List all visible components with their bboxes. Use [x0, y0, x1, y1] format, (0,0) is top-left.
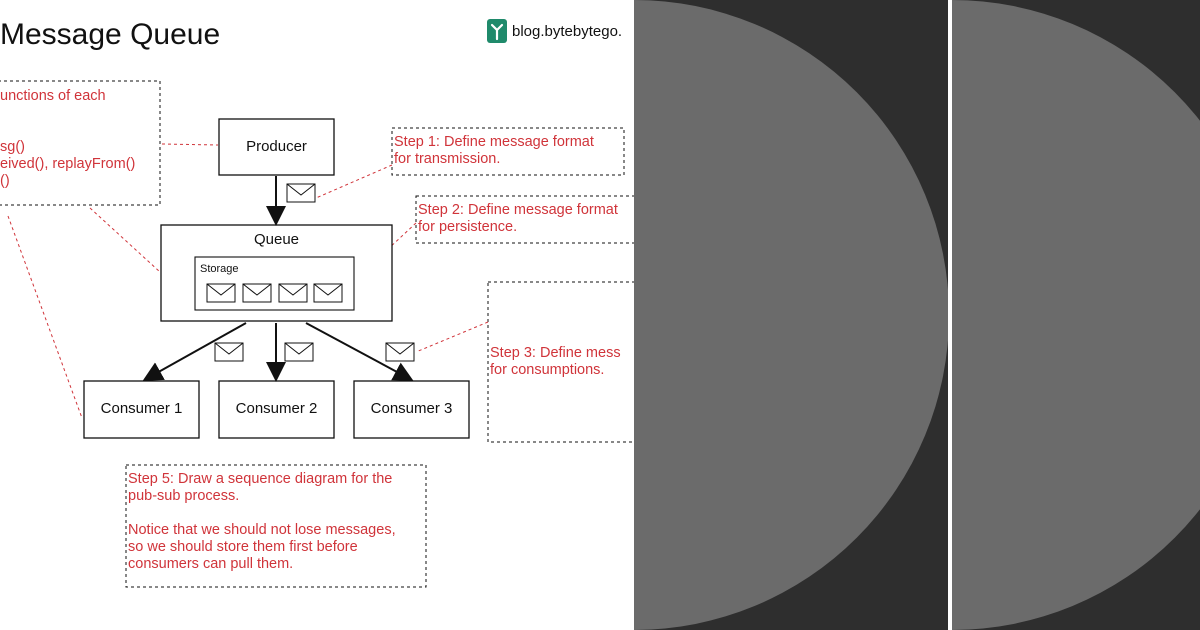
step5-note-line: so we should store them first before — [128, 539, 358, 555]
arrow-queue-to-consumer3 — [305, 322, 414, 381]
step2-note-line: Step 2: Define message format — [418, 202, 618, 218]
step1-note-box — [391, 127, 625, 176]
connector-step1-envelope — [315, 164, 393, 199]
connector-left-producer — [161, 143, 219, 146]
envelope-icon — [206, 283, 236, 303]
storage-label: Storage — [200, 263, 239, 275]
consumer1-box — [83, 380, 200, 439]
step5-note-line: consumers can pull them. — [128, 556, 294, 572]
step3-note-box — [487, 281, 634, 443]
step2-note-text: Step 2: Define message format for persis… — [418, 202, 618, 236]
step1-note-line: Step 1: Define message format — [394, 134, 594, 150]
step3-note-line: Step 3: Define mess — [490, 345, 621, 361]
decor-panel-2 — [952, 0, 1200, 630]
step5-note-text: Step 5: Draw a sequence diagram for the … — [128, 471, 396, 573]
envelope-icon — [278, 283, 308, 303]
consumer2-box — [218, 380, 335, 439]
step5-note-box — [125, 464, 427, 588]
diagram-canvas — [0, 80, 634, 588]
decor-circle — [952, 0, 1200, 630]
brand: blog.bytebytego. — [486, 18, 622, 44]
queue-label: Queue — [253, 231, 300, 248]
consumer3-label: Consumer 3 — [370, 400, 453, 417]
envelope-icon — [242, 283, 272, 303]
decor-circle — [634, 0, 948, 630]
step3-note-text: Step 3: Define mess for consumptions. — [490, 345, 621, 379]
envelope-icon — [313, 283, 343, 303]
consumer1-label: Consumer 1 — [100, 400, 183, 417]
arrow-queue-to-consumer1 — [142, 322, 247, 381]
page-title: Message Queue — [0, 18, 221, 51]
step5-note-line: Step 5: Draw a sequence diagram for the — [128, 471, 393, 487]
step5-note-line: pub-sub process. — [128, 488, 240, 504]
left-note-line — [0, 105, 135, 122]
step1-note-line: for transmission. — [394, 151, 501, 167]
left-note-line: eived(), replayFrom() — [0, 156, 136, 172]
step2-note-line: for persistence. — [418, 219, 518, 235]
brand-text: blog.bytebytego. — [512, 22, 623, 40]
connector-left-queue — [89, 207, 161, 273]
bytebytego-logo-icon — [487, 19, 507, 43]
step3-note-line: for consumptions. — [490, 362, 605, 378]
connector-left-consumer1 — [7, 215, 83, 419]
left-note-line: () — [0, 173, 10, 189]
panel-divider — [948, 0, 952, 630]
step5-note-line: Notice that we should not lose messages, — [128, 522, 396, 538]
envelope-icon — [385, 342, 415, 362]
consumer2-label: Consumer 2 — [235, 400, 318, 417]
left-note-line: sg() — [0, 139, 25, 155]
envelope-icon — [286, 183, 316, 203]
consumer3-box — [353, 380, 470, 439]
connector-step3-envelope — [415, 321, 489, 353]
left-note-line: unctions of each — [0, 88, 106, 104]
step2-note-box — [415, 195, 634, 244]
diagram-area: Message Queue blog.bytebytego. Producer … — [0, 18, 634, 588]
producer-label: Producer — [246, 138, 307, 155]
envelope-icon — [284, 342, 314, 362]
left-note-box — [0, 80, 161, 206]
envelope-icon — [214, 342, 244, 362]
left-note-text: unctions of each sg() eived(), replayFro… — [0, 88, 135, 190]
decor-panel-1 — [634, 0, 948, 630]
step1-note-text: Step 1: Define message format for transm… — [394, 134, 594, 168]
producer-box — [218, 118, 335, 176]
step5-note-line — [128, 505, 396, 522]
